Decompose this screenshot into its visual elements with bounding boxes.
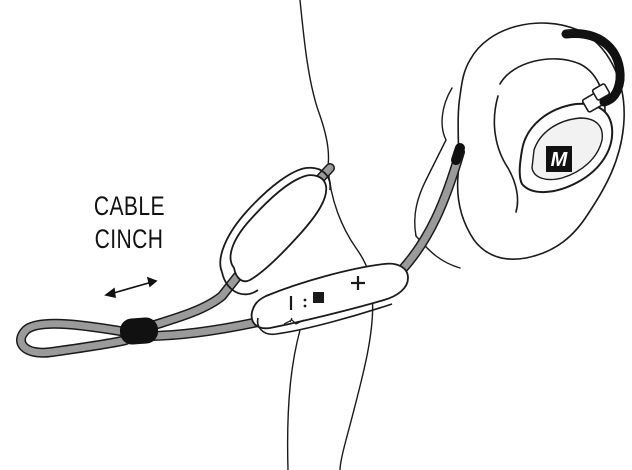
cable-cinch-callout: CABLE CINCH — [93, 190, 165, 256]
cable-cinch — [119, 317, 159, 345]
logo-mark: M — [551, 149, 569, 171]
plus-icon — [351, 276, 365, 290]
neck-outline — [286, 0, 461, 470]
remote-control — [250, 262, 409, 336]
multifunction-icon — [313, 292, 324, 303]
callout-line-1: CABLE — [93, 191, 165, 221]
battery-pod — [219, 166, 332, 296]
callout-line-2: CINCH — [94, 224, 164, 254]
double-arrow-icon — [104, 276, 158, 299]
ear-hook-wire — [561, 29, 625, 107]
earphone-icon: M — [518, 83, 614, 194]
